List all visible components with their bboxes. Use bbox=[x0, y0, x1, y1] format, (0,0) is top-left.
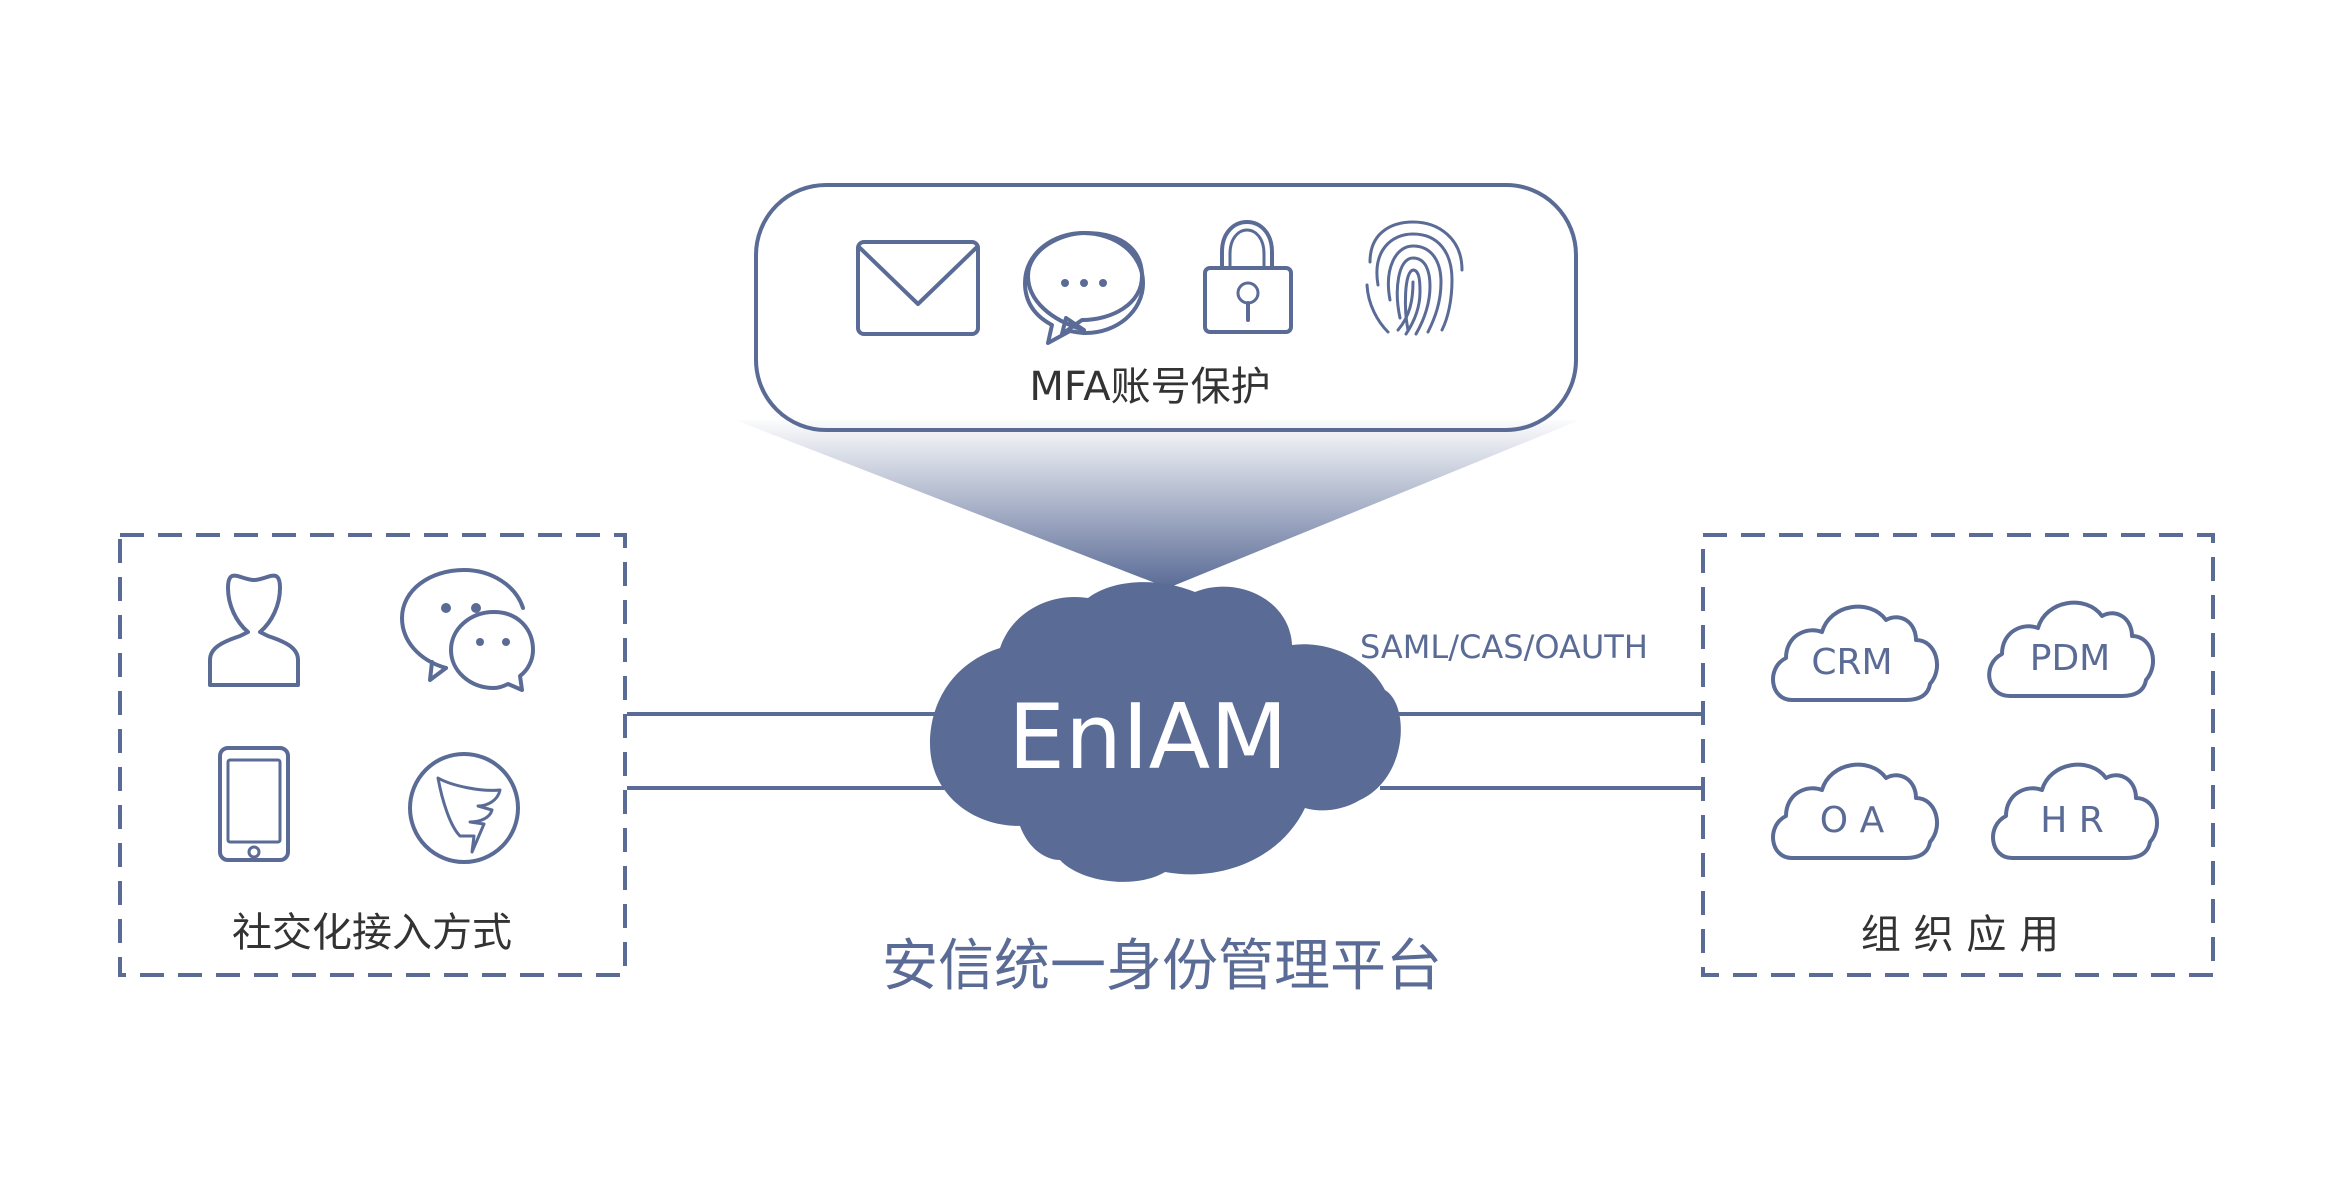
apps-label: 组 织 应 用 bbox=[1861, 912, 2059, 958]
protocol-label: SAML/CAS/OAUTH bbox=[1360, 628, 1648, 666]
app-label-crm: CRM bbox=[1811, 642, 1892, 683]
enIAM-cloud: EnIAM bbox=[930, 582, 1401, 882]
mobile-phone-icon bbox=[218, 746, 290, 862]
social-access-panel: 社交化接入方式 bbox=[118, 533, 627, 977]
app-cloud-crm: CRM bbox=[1771, 604, 1940, 702]
padlock-icon bbox=[1203, 220, 1293, 334]
user-icon bbox=[208, 573, 300, 687]
app-label-pdm: PDM bbox=[2030, 638, 2111, 679]
mfa-panel: MFA账号保护 bbox=[754, 183, 1578, 432]
envelope-icon bbox=[856, 240, 980, 336]
chat-bubble-icon bbox=[1023, 231, 1145, 345]
app-cloud-pdm: PDM bbox=[1987, 600, 2156, 698]
fingerprint-icon bbox=[1365, 220, 1464, 336]
org-apps-panel: CRM PDM O A H R 组 织 应 用 bbox=[1701, 533, 2215, 977]
social-label: 社交化接入方式 bbox=[232, 910, 512, 956]
app-cloud-oa: O A bbox=[1771, 762, 1940, 860]
mfa-label: MFA账号保护 bbox=[1029, 364, 1270, 410]
app-label-oa: O A bbox=[1820, 800, 1885, 841]
app-cloud-hr: H R bbox=[1991, 762, 2160, 860]
dingtalk-icon bbox=[408, 752, 520, 864]
core-name: EnIAM bbox=[1008, 685, 1288, 790]
platform-caption: 安信统一身份管理平台 bbox=[882, 934, 1442, 999]
mfa-beam bbox=[735, 420, 1580, 588]
app-label-hr: H R bbox=[2040, 800, 2104, 841]
wechat-icon bbox=[400, 568, 535, 692]
connection-lines bbox=[627, 712, 1703, 790]
